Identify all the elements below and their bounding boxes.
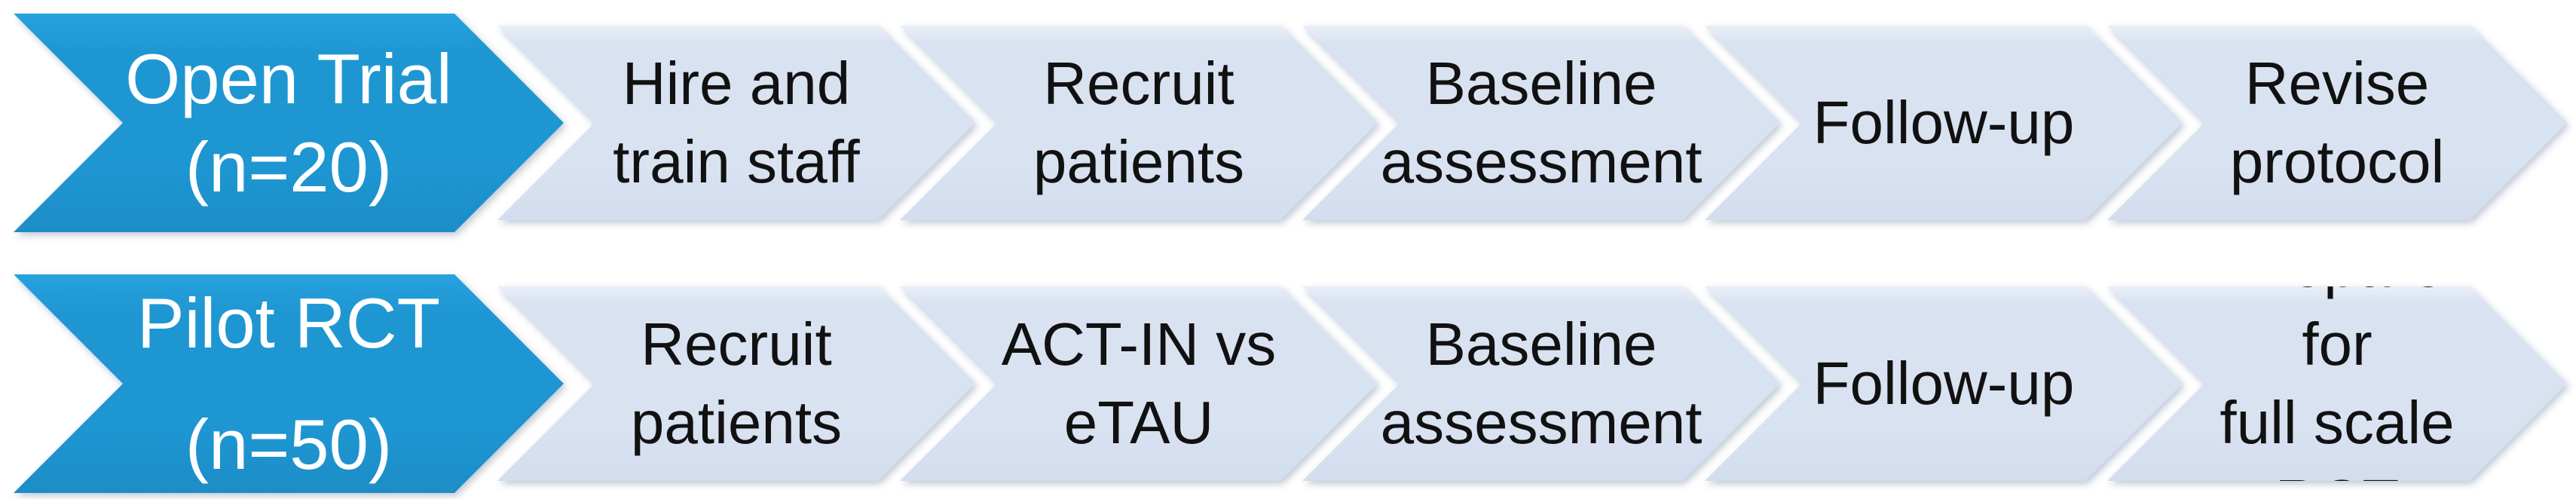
step-chevron-revise-protocol: Revise protocol [2107, 26, 2567, 220]
step-chevron-baseline-assessment-pilot-rct: Baseline assessment [1302, 286, 1780, 481]
step-label: Baseline assessment [1380, 311, 1703, 456]
header-line1: Open Trial [125, 39, 452, 118]
header-line2: (n=50) [185, 405, 393, 484]
step-chevron-baseline-assessment-open-trial: Baseline assessment [1302, 26, 1780, 220]
header-chevron-pilot-rct: Pilot RCT (n=50) [14, 274, 564, 493]
step-label: Recruit patients [1033, 50, 1245, 195]
step-chevron-hire-and-train-staff: Hire and train staff [497, 26, 975, 220]
step-label: Revise protocol [2229, 50, 2445, 195]
step-label: Hire and train staff [613, 50, 860, 195]
step-chevron-act-in-vs-etau: ACT-IN vs eTAU [900, 286, 1378, 481]
step-chevron-follow-up-pilot-rct: Follow-up [1705, 286, 2183, 481]
step-label: Follow-up [1813, 89, 2075, 156]
header-line1: Pilot RCT [136, 283, 441, 363]
step-label: Follow-up [1813, 350, 2075, 417]
step-chevron-recruit-patients-pilot-rct: Recruit patients [497, 286, 975, 481]
step-label: Recruit patients [630, 311, 843, 456]
step-label: Prepare for full scale RCT [2220, 232, 2455, 456]
step-chevron-prepare-for-full-scale-rct: Prepare for full scale RCT [2107, 286, 2567, 481]
header-line2: (n=20) [185, 127, 393, 207]
step-chevron-follow-up-open-trial: Follow-up [1705, 26, 2183, 220]
step-label: Baseline assessment [1380, 50, 1703, 195]
header-chevron-open-trial: Open Trial (n=20) [14, 14, 564, 232]
step-label: ACT-IN vs eTAU [1001, 311, 1277, 456]
step-chevron-recruit-patients-open-trial: Recruit patients [900, 26, 1378, 220]
